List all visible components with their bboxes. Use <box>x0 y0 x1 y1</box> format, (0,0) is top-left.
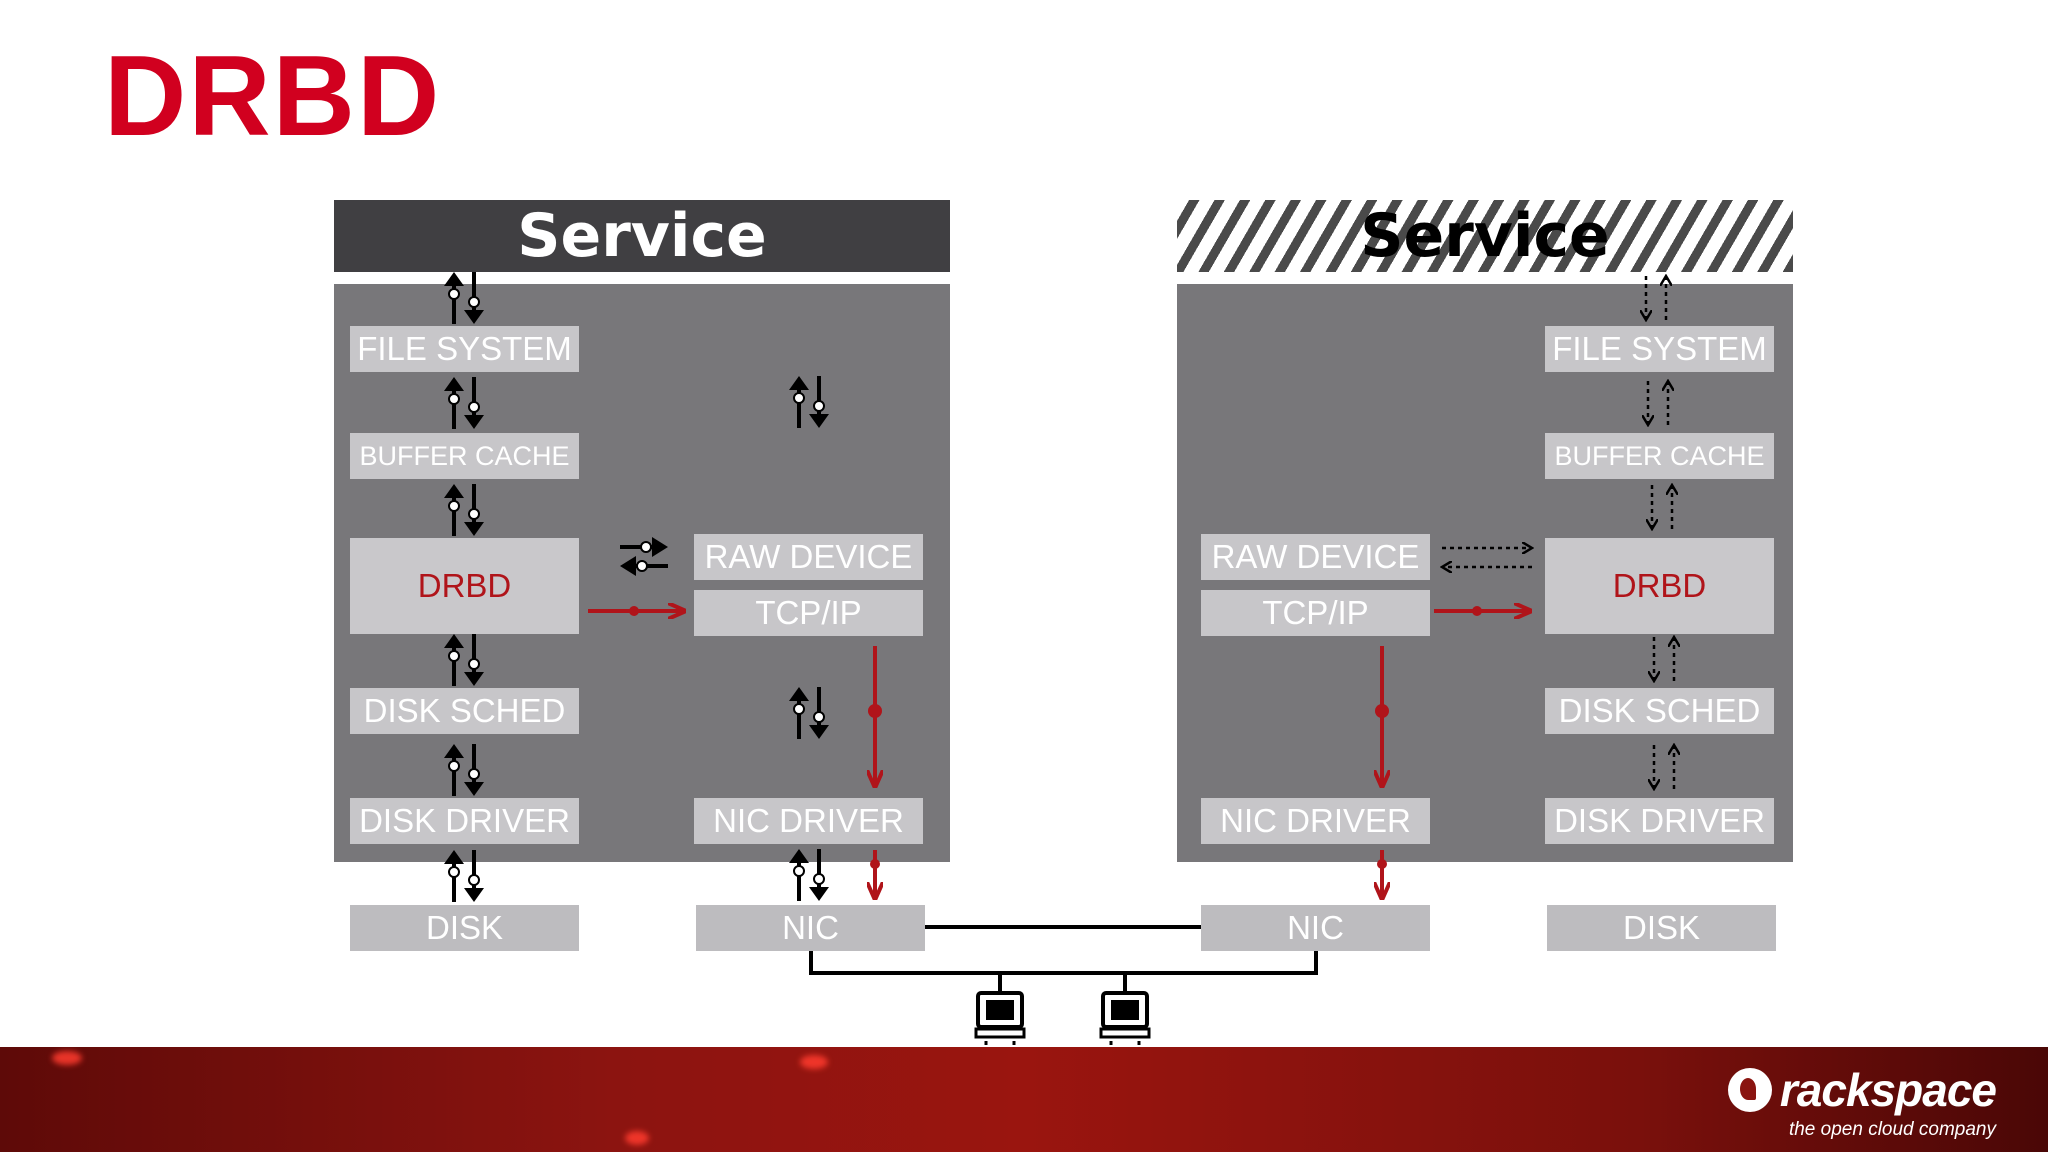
io-arrow-pair-icon <box>442 848 486 904</box>
dotted-arrow-icon <box>1654 745 1674 789</box>
replication-arrow-icon <box>1377 850 1387 898</box>
left-disk-sched: DISK SCHED <box>350 688 579 734</box>
io-arrow-pair-icon <box>442 270 486 326</box>
io-arrow-pair-icon <box>787 847 831 903</box>
left-buffer-cache: BUFFER CACHE <box>350 433 579 479</box>
right-nic: NIC <box>1201 905 1430 951</box>
dotted-arrow-icon <box>1442 548 1532 567</box>
right-disk: DISK <box>1547 905 1776 951</box>
io-arrow-pair-icon <box>442 742 486 798</box>
workstation-icon <box>974 991 1026 1047</box>
light-glow <box>52 1051 82 1065</box>
io-arrow-pair-icon <box>787 685 831 741</box>
dotted-arrow-icon <box>1652 485 1672 529</box>
left-service-label: Service <box>517 201 767 271</box>
swap-arrows-icon <box>620 537 668 576</box>
right-drbd: DRBD <box>1545 538 1774 634</box>
left-raw-device: RAW DEVICE <box>694 534 923 580</box>
left-tcp-ip: TCP/IP <box>694 590 923 636</box>
right-disk-sched: DISK SCHED <box>1545 688 1774 734</box>
replication-arrow-icon <box>870 850 880 898</box>
left-drbd: DRBD <box>350 538 579 634</box>
io-arrow-pair-icon <box>787 374 831 430</box>
left-disk: DISK <box>350 905 579 951</box>
replication-arrow-icon <box>1375 646 1389 786</box>
io-arrow-pair-icon <box>442 482 486 538</box>
dotted-arrow-icon <box>1648 381 1668 425</box>
left-file-system: FILE SYSTEM <box>350 326 579 372</box>
replication-arrow-icon <box>1434 606 1530 616</box>
right-service-bar: Service <box>1177 200 1793 272</box>
right-file-system: FILE SYSTEM <box>1545 326 1774 372</box>
right-tcp-ip: TCP/IP <box>1201 590 1430 636</box>
network-link <box>809 925 1318 996</box>
brand-name: rackspace <box>1779 1064 1997 1116</box>
footer-banner: rackspace the open cloud company <box>0 1047 2048 1152</box>
workstation-icon <box>1099 991 1151 1047</box>
slide-title: DRBD <box>104 33 442 160</box>
right-disk-driver: DISK DRIVER <box>1545 798 1774 844</box>
replication-arrow-icon <box>868 646 882 786</box>
light-glow <box>800 1055 828 1069</box>
replication-arrow-icon <box>588 606 684 616</box>
brand-tagline: the open cloud company <box>1788 1119 1996 1140</box>
io-arrow-pair-icon <box>442 632 486 688</box>
rackspace-logo-icon <box>1727 1068 1772 1112</box>
dotted-arrow-icon <box>1646 276 1666 320</box>
right-nic-driver: NIC DRIVER <box>1201 798 1430 844</box>
left-disk-driver: DISK DRIVER <box>350 798 579 844</box>
right-buffer-cache: BUFFER CACHE <box>1545 433 1774 479</box>
rackspace-logo: rackspace the open cloud company <box>1727 1063 1997 1141</box>
left-nic: NIC <box>696 905 925 951</box>
right-service-label: Service <box>1360 201 1610 271</box>
io-arrow-pair-icon <box>442 375 486 431</box>
left-service-bar: Service <box>334 200 950 272</box>
dotted-arrow-icon <box>1654 637 1674 681</box>
left-nic-driver: NIC DRIVER <box>694 798 923 844</box>
right-raw-device: RAW DEVICE <box>1201 534 1430 580</box>
light-glow <box>625 1131 649 1145</box>
